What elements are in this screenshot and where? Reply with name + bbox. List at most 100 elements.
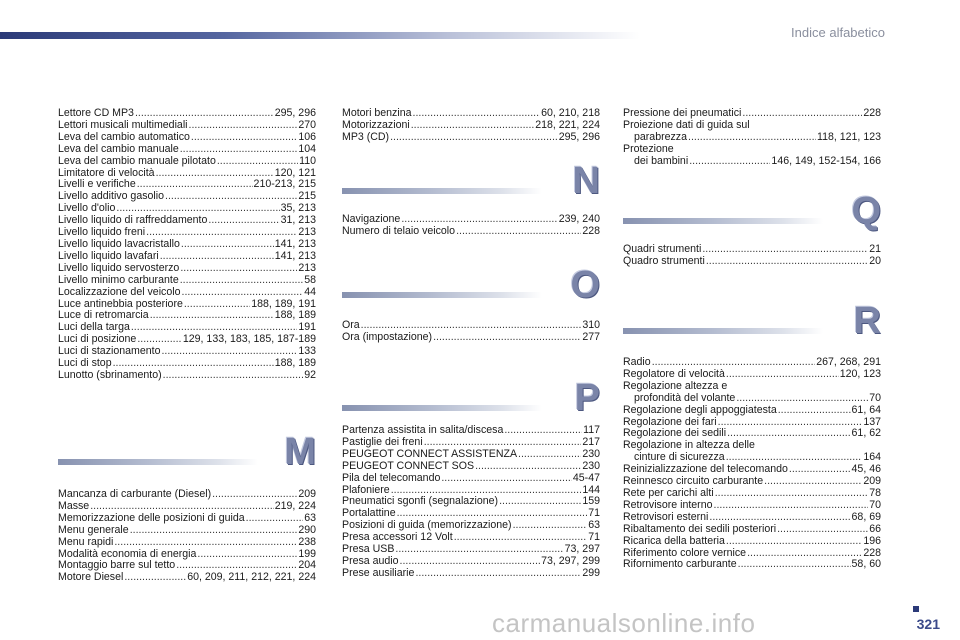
index-entry-line: parabrezza118, 121, 123 bbox=[623, 130, 881, 144]
leader-dots bbox=[197, 549, 297, 561]
leader-dots bbox=[715, 488, 869, 500]
page-reference: 110 bbox=[299, 154, 316, 167]
index-entry: Numero di telaio veicolo228 bbox=[342, 224, 600, 238]
index-entry-line: Lettori musicali multimediali270 bbox=[58, 119, 316, 132]
page-reference: 129, 133, 183, 185, 187-189 bbox=[182, 333, 316, 346]
leader-dots bbox=[180, 263, 297, 275]
index-term: Presa accessori 12 Volt bbox=[342, 531, 453, 544]
index-term: Regolazione in altezza delle bbox=[623, 439, 755, 452]
index-term: Numero di telaio veicolo bbox=[342, 224, 456, 237]
index-entry: Motorizzazioni218, 221, 224 bbox=[342, 118, 600, 132]
index-entry-group: Quadri strumenti21Quadro strumenti20 bbox=[623, 243, 881, 268]
index-entry: Limitatore di velocità120, 121 bbox=[58, 166, 316, 180]
leader-dots bbox=[742, 108, 862, 120]
index-entry-line: Reinnesco circuito carburante209 bbox=[623, 475, 881, 488]
section-bar bbox=[342, 188, 542, 194]
page-reference: 70 bbox=[869, 498, 881, 511]
page-reference: 217 bbox=[582, 435, 600, 448]
leader-dots bbox=[499, 496, 581, 508]
index-term: Leva del cambio manuale bbox=[58, 142, 179, 155]
index-term: Pila del telecomando bbox=[342, 471, 441, 484]
index-entry-line: Livello minimo carburante58 bbox=[58, 274, 316, 287]
index-entry-line: Partenza assistita in salita/discesa117 bbox=[342, 424, 600, 437]
leader-dots bbox=[764, 476, 862, 488]
leader-dots bbox=[718, 417, 863, 429]
section-divider-m: M bbox=[58, 433, 316, 495]
index-entry-line: Luce di retromarcia188, 189 bbox=[58, 310, 316, 322]
page-reference: 228 bbox=[863, 107, 881, 119]
index-entry: Portalattine71 bbox=[342, 507, 600, 520]
leader-dots bbox=[208, 215, 279, 227]
index-entry-line: PEUGEOT CONNECT SOS 230 bbox=[342, 459, 600, 473]
page-reference: 141, 213 bbox=[274, 249, 316, 262]
index-term: Ricarica della batteria bbox=[623, 534, 725, 547]
index-entry: Quadro strumenti20 bbox=[623, 255, 881, 268]
index-term: Partenza assistita in salita/discesa bbox=[342, 424, 504, 436]
index-term: parabrezza bbox=[634, 130, 687, 143]
index-entry: Partenza assistita in salita/discesa117 bbox=[342, 424, 600, 437]
index-entry: PEUGEOT CONNECT SOS 230 bbox=[342, 459, 600, 473]
leader-dots bbox=[191, 132, 297, 144]
index-entry-line: Ora (impostazione) 277 bbox=[342, 330, 600, 344]
index-entry-line: Ribaltamento dei sedili posteriori66 bbox=[623, 523, 881, 536]
index-entry: Regolazione degli appoggiatesta 61, 64 bbox=[623, 403, 881, 417]
index-entry: Leva del cambio manuale pilotato110 bbox=[58, 154, 316, 168]
page-reference: 239, 240 bbox=[558, 213, 600, 225]
watermark-text: carmanualsonline.info bbox=[492, 608, 756, 638]
index-entry-line: Livello liquido freni213 bbox=[58, 226, 316, 239]
page-reference: 277 bbox=[582, 330, 600, 343]
page-reference: 45, 46 bbox=[851, 463, 881, 476]
page-reference: 137 bbox=[863, 415, 881, 428]
leader-dots bbox=[689, 156, 770, 168]
leader-dots bbox=[400, 556, 541, 568]
index-term: Luce di retromarcia bbox=[58, 309, 149, 322]
index-entry-line: Motori benzina60, 210, 218 bbox=[342, 107, 600, 120]
index-term: Menu rapidi bbox=[58, 535, 114, 548]
page-reference: 199 bbox=[298, 547, 316, 560]
index-entry: Presa USB73, 297 bbox=[342, 543, 600, 556]
index-entry-line: Rete per carichi alti78 bbox=[623, 487, 881, 500]
index-term: Livelli e verifiche bbox=[58, 178, 136, 191]
index-entry: Reinizializzazione del telecomando45, 46 bbox=[623, 463, 881, 476]
leader-dots bbox=[246, 513, 304, 525]
index-entry: Regolatore di velocità120, 123 bbox=[623, 368, 881, 381]
index-entry: Luci di stop188, 189 bbox=[58, 357, 316, 370]
index-term: Masse bbox=[58, 499, 90, 512]
index-term: Regolazione degli appoggiatesta bbox=[623, 403, 777, 416]
index-term: Lettore CD MP3 bbox=[58, 107, 134, 119]
section-divider-q: Q bbox=[623, 192, 881, 254]
page-reference: 164 bbox=[863, 451, 881, 464]
index-entry-line: Modalità economia di energia199 bbox=[58, 547, 316, 561]
index-entry: Lettori musicali multimediali270 bbox=[58, 119, 316, 132]
index-term: Ora (impostazione) bbox=[342, 330, 433, 343]
index-entry: MP3 (CD)295, 296 bbox=[342, 131, 600, 144]
index-entry-line: Regolazione in altezza delle bbox=[623, 439, 881, 452]
index-term: Livello liquido lavafari bbox=[58, 249, 159, 262]
page-reference: 230 bbox=[582, 459, 600, 472]
page-reference: 61, 64 bbox=[851, 403, 881, 416]
page-reference: 191 bbox=[298, 321, 316, 334]
page-reference: 218, 221, 224 bbox=[535, 118, 600, 131]
leader-dots bbox=[150, 310, 274, 322]
index-term: Motore Diesel bbox=[58, 571, 124, 584]
page-reference: 209 bbox=[863, 475, 881, 488]
index-entry: Plafoniere144 bbox=[342, 484, 600, 497]
page-reference: 70 bbox=[869, 391, 881, 404]
index-entry-line: Pneumatici sgonfi (segnalazione)159 bbox=[342, 496, 600, 508]
index-term: PEUGEOT CONNECT SOS bbox=[342, 459, 475, 472]
page-header-title: Indice alfabetico bbox=[791, 25, 885, 40]
index-term: Livello liquido freni bbox=[58, 226, 146, 239]
leader-dots bbox=[504, 425, 582, 437]
index-entry: Luci di stazionamento133 bbox=[58, 345, 316, 358]
index-term: Regolazione dei sedili bbox=[623, 427, 727, 440]
index-term: Limitatore di velocità bbox=[58, 166, 155, 179]
index-entry: Masse219, 224 bbox=[58, 499, 316, 513]
index-term: profondità del volante bbox=[634, 391, 736, 404]
index-entry: Livello additivo gasolio215 bbox=[58, 190, 316, 203]
section-bar bbox=[342, 292, 542, 298]
index-entry-line: Motore Diesel60, 209, 211, 212, 221, 224 bbox=[58, 571, 316, 584]
index-entry-line: Luci di stazionamento133 bbox=[58, 345, 316, 358]
index-term: Menu generale bbox=[58, 523, 129, 536]
index-entry-line: Pila del telecomando45-47 bbox=[342, 471, 600, 485]
